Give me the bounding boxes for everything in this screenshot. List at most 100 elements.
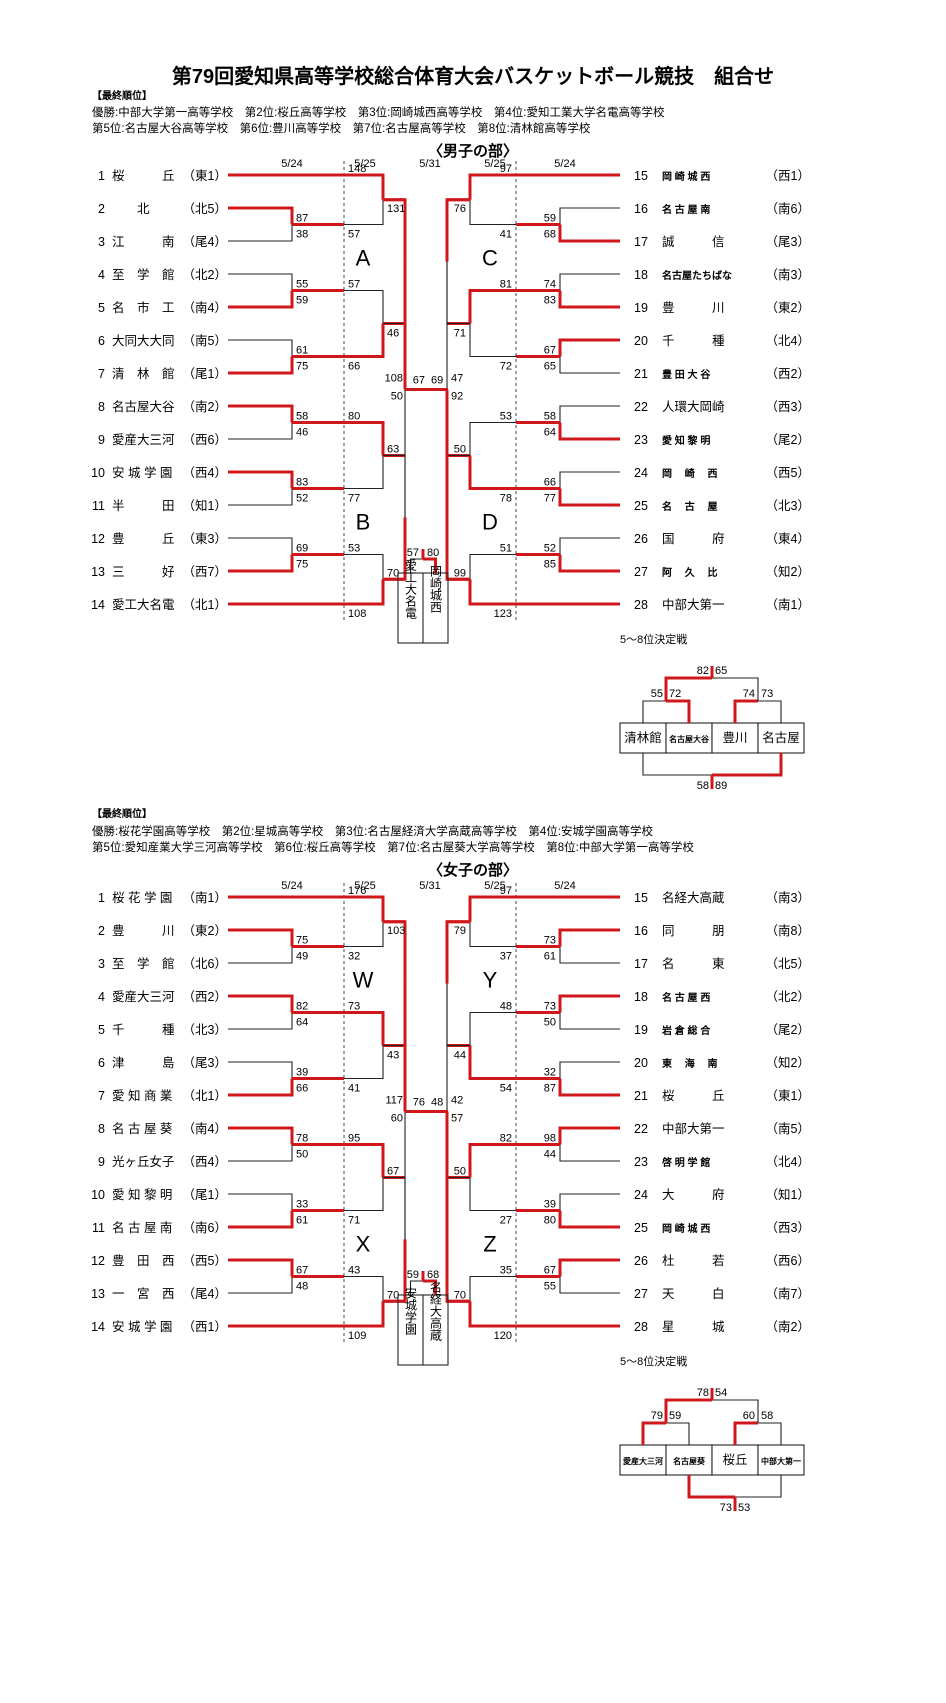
girls-placement-title: 5～8位決定戦 [620,1354,687,1368]
girls-left-team-region: （尾4） [183,1287,227,1301]
girls-left-team-region: （北3） [183,1023,227,1037]
boys-left-r3-score: 70 [387,567,399,579]
girls-placement-semi-line [758,1422,782,1445]
boys-date: 5/24 [281,158,302,170]
boys-right-team-no: 28 [634,598,648,612]
girls-left-r2-score: 32 [348,951,360,963]
boys-left-r2-score: 77 [348,493,360,505]
boys-left-team-no: 1 [98,169,105,183]
girls-right-r2-score: 120 [494,1330,512,1342]
boys-standings-line2: 第5位:名古屋大谷高等学校 第6位:豊川高等学校 第7位:名古屋高等学校 第8位… [92,123,591,135]
girls-right-r1-line [559,1193,620,1211]
girls-right-r3-score: 79 [454,925,466,937]
girls-right-team-name: 名 東 [662,956,725,971]
boys-left-team-name: 豊 丘 [112,532,175,546]
girls-right-r1-line [558,1210,620,1229]
girls-placement-fifth-line [664,1398,712,1423]
boys-placement-team: 清林館 [624,730,662,745]
girls-left-r1-line [228,928,294,947]
boys-placement-semi-line [733,699,758,723]
boys-right-team-name: 岡 崎 城 西 [662,170,710,183]
boys-left-team-name: 名 市 工 [112,300,175,315]
boys-right-r1-line [558,338,620,357]
girls-right-team-no: 22 [634,1122,648,1136]
boys-right-r1-line [559,356,620,374]
boys-left-team-name: 愛産大三河 [112,432,175,447]
girls-right-r3-score: 70 [454,1289,466,1301]
boys-right-team-name: 千 種 [662,334,725,348]
girls-right-team-name: 杜 若 [662,1253,725,1268]
girls-third-line [409,1280,423,1295]
boys-right-r1-score: 58 [544,411,556,423]
girls-placement-semi-line [666,1422,690,1445]
boys-right-r1-score: 85 [544,559,556,571]
boys-left-r3-score: 46 [387,328,399,340]
boys-final-score: 69 [431,375,443,387]
girls-left-r2-score: 73 [348,1001,360,1013]
girls-right-team-name: 中部大第一 [662,1121,725,1136]
girls-left-team-no: 14 [91,1320,105,1334]
girls-left-r1-score: 82 [296,1001,308,1013]
girls-left-team-name: 一 宮 西 [112,1286,175,1301]
boys-standings-label: 【最終順位】 [92,91,152,102]
girls-right-team-region: （尾2） [766,1023,810,1037]
girls-left-r1-score: 49 [296,951,308,963]
girls-left-r3-line [383,1239,407,1303]
girls-left-team-region: （西1） [183,1320,227,1334]
girls-left-team-region: （北1） [183,1089,227,1103]
girls-right-r2-line [468,1143,516,1178]
girls-right-team-region: （南3） [766,890,810,905]
girls-right-team-region: （南8） [766,923,810,938]
boys-right-r2-score: 41 [500,229,512,241]
girls-left-r1-line [228,1276,293,1294]
girls-left-team-no: 5 [98,1023,105,1037]
boys-right-team-no: 25 [634,499,648,513]
boys-placement-fifth-line [712,677,759,701]
boys-right-r2-line [469,199,516,226]
boys-left-r3-score: 63 [387,444,399,456]
boys-block-label: D [482,510,498,535]
girls-right-r1-line [559,1012,620,1030]
boys-right-r3-score: 99 [454,567,466,579]
boys-right-r1-line [559,537,620,555]
girls-right-team-region: （知2） [766,1056,810,1070]
boys-right-r2-line [468,173,620,200]
girls-date: 5/24 [281,880,302,892]
boys-right-team-region: （西1） [766,169,810,183]
girls-right-r3-line [445,1239,470,1303]
boys-left-team-region: （東3） [183,532,227,546]
girls-placement-fifth-score: 78 [697,1387,709,1399]
girls-right-team-no: 24 [634,1188,648,1202]
page-title: 第79回愛知県高等学校総合体育大会バスケットボール競技 組合せ [171,66,775,88]
girls-left-r1-score: 66 [296,1083,308,1095]
girls-placement-team-box [711,1444,759,1476]
boys-left-team-region: （北2） [183,268,227,282]
boys-right-r1-score: 66 [544,477,556,489]
girls-left-team-name: 豊 川 [112,924,175,938]
boys-left-r2-line [344,199,384,226]
girls-standings-label: 【最終順位】 [92,809,152,820]
boys-left-r1-line [228,488,293,506]
girls-right-r2-line [468,1045,516,1080]
girls-right-r2-line [469,921,516,948]
girls-left-r3-line [383,1176,406,1240]
boys-placement-semi-score: 55 [651,688,663,700]
boys-left-r1-line [228,422,293,440]
boys-right-r3-score: 50 [454,444,466,456]
girls-left-r2-line [228,895,385,922]
boys-right-team-no: 22 [634,400,648,414]
boys-right-semi-score: 47 [451,373,463,385]
boys-left-team-region: （北1） [183,598,227,612]
boys-left-semi-score: 108 [385,373,403,385]
boys-right-r2-line [468,289,516,324]
girls-right-r1-score: 50 [544,1017,556,1029]
boys-left-r1-line [228,356,294,375]
boys-right-team-region: （東4） [766,532,810,546]
girls-right-r1-line [558,994,620,1013]
girls-right-team-name: 東 海 南 [662,1057,718,1070]
boys-left-r2-line [344,553,384,580]
girls-right-team-no: 18 [634,990,648,1004]
boys-right-r1-line [559,207,620,225]
girls-third-team: 安城学園 [404,1286,418,1335]
boys-block-label: C [482,246,498,271]
